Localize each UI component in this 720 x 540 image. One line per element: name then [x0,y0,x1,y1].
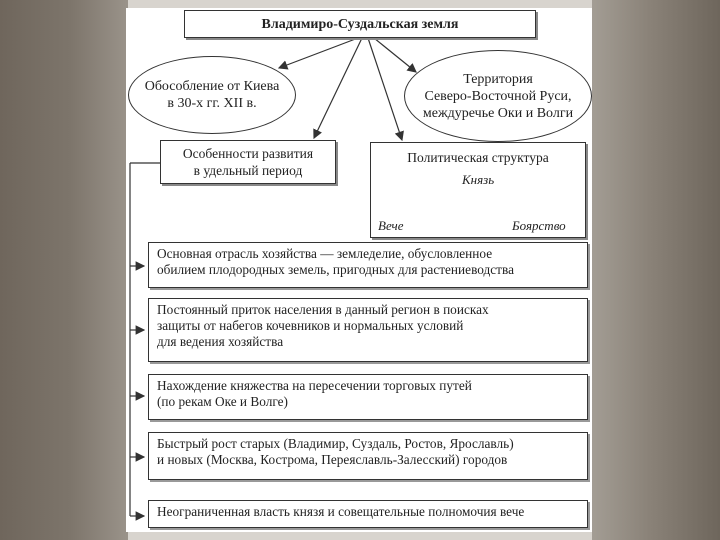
diagram-title: Владимиро-Суздальская земля [261,16,459,32]
political-veche-label: Вече [378,218,404,233]
features-line-1: Особенности развития [182,146,314,161]
slide-frame-top [128,0,592,10]
ellipse-right-line-1: Территория [463,71,533,87]
feature-row-1-line-2: обилием плодородных земель, пригодных дл… [157,262,515,277]
feature-row-4-line-1: Быстрый рост старых (Владимир, Суздаль, … [157,436,514,451]
feature-row-5: Неограниченная власть князя и совещатель… [148,500,588,528]
ellipse-right-line-2: Северо-Восточной Руси, [424,88,572,104]
feature-row-2-line-3: для ведения хозяйства [157,334,284,349]
title-box: Владимиро-Суздальская земля [184,10,536,38]
features-box: Особенности развития в удельный период [160,140,336,184]
feature-row-4: Быстрый рост старых (Владимир, Суздаль, … [148,432,588,480]
arrow-to-left-ellipse [277,37,359,70]
slide-frame-left [0,0,128,540]
feature-row-5-line-1: Неограниченная власть князя и совещатель… [157,504,525,519]
political-structure-box: Политическая структура [370,142,586,238]
feature-row-2-line-1: Постоянный приток населения в данный рег… [157,302,489,317]
ellipse-right-line-3: междуречье Оки и Волги [422,105,574,121]
political-boyars-label: Боярство [512,218,566,233]
feature-row-3-line-1: Нахождение княжества на пересечении торг… [157,378,472,393]
feature-row-1: Основная отрасль хозяйства — земледелие,… [148,242,588,288]
feature-row-2: Постоянный приток населения в данный рег… [148,298,588,362]
feature-row-4-line-2: и новых (Москва, Кострома, Переяславль-З… [157,452,508,467]
feature-row-1-line-1: Основная отрасль хозяйства — земледелие,… [157,246,493,261]
ellipse-left-line-2: в 30-х гг. XII в. [167,96,257,111]
slide-frame-bottom [128,530,592,540]
political-heading: Политическая структура [407,150,549,165]
ellipse-territory: Территория Северо-Восточной Руси, междур… [404,50,592,142]
political-prince-label: Князь [462,172,495,187]
feature-row-3-line-2: (по рекам Оке и Волге) [157,394,288,409]
arrow-to-political [367,37,404,142]
features-line-2: в удельный период [193,163,303,178]
feature-row-3: Нахождение княжества на пересечении торг… [148,374,588,420]
slide-frame-right [592,0,720,540]
arrow-to-right-ellipse [373,37,417,73]
feature-row-2-line-2: защиты от набегов кочевников и нормальны… [157,318,464,333]
arrow-to-features [313,37,363,140]
ellipse-separation-from-kiev: Обособление от Киева в 30-х гг. XII в. [128,56,296,134]
diagram-sheet: Владимиро-Суздальская земля Обособление … [126,8,592,532]
ellipse-left-line-1: Обособление от Киева [144,79,280,94]
